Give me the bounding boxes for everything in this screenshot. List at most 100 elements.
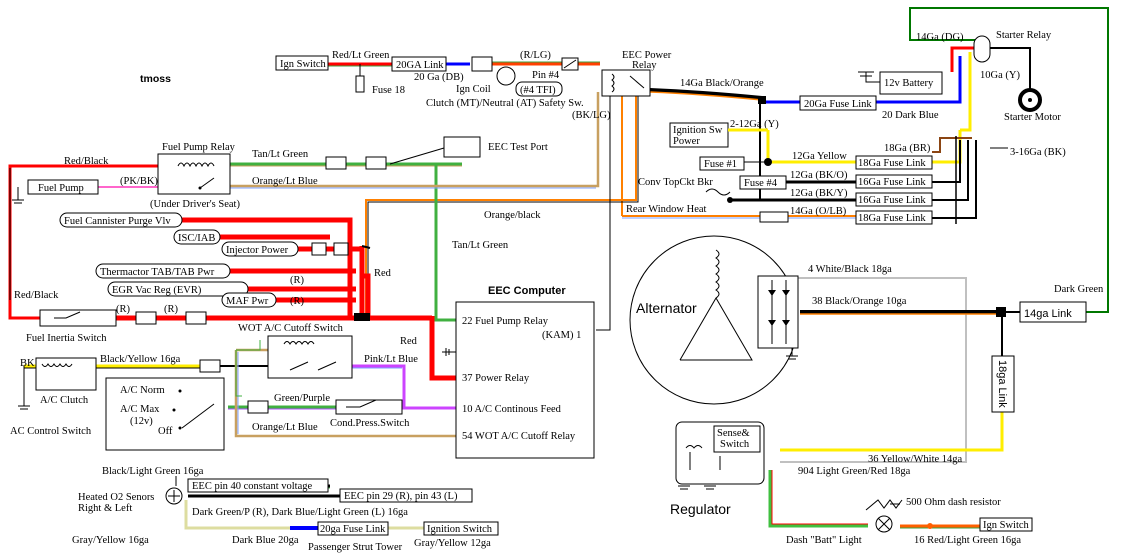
ohm-resistor-label: 500 Ohm dash resistor xyxy=(906,497,1001,508)
isc-iab-label: ISC/IAB xyxy=(178,233,215,244)
ign-coil-label: Ign Coil xyxy=(456,84,491,95)
wire-pink-ltblue xyxy=(352,364,456,410)
link-20ga-label: 20GA Link xyxy=(396,60,444,71)
ign-coil-icon xyxy=(496,66,516,86)
ign-switch-low-label: Ign Switch xyxy=(983,520,1030,531)
eec-test-port-label: EEC Test Port xyxy=(488,142,548,153)
lg-red-904-label: 904 Light Green/Red 18ga xyxy=(798,466,911,477)
black-orange-10-label: 38 Black/Orange 10ga xyxy=(812,296,907,307)
egr-label: EGR Vac Reg (EVR) xyxy=(112,285,202,296)
sense-switch-label-1: Sense& xyxy=(717,428,750,439)
wire-white-black xyxy=(780,277,967,463)
conv-top-label: Conv TopCkt Bkr xyxy=(638,177,713,188)
ga12-bk-y-label: 12Ga (BK/Y) xyxy=(790,188,848,199)
ac-max-label: A/C Max xyxy=(120,404,160,415)
fuel-pump-relay-box xyxy=(157,153,231,195)
battery-box xyxy=(879,71,943,95)
red-black-left-label: Red/Black xyxy=(14,290,59,301)
heated-o2-label-2: Right & Left xyxy=(78,503,132,514)
red-lt-green-label: Red/Lt Green xyxy=(332,50,390,61)
ga10-y-label: 10Ga (Y) xyxy=(980,70,1020,81)
alternator-ground-icon xyxy=(786,348,798,360)
dark-blue-20-label: 20 Dark Blue xyxy=(882,110,939,121)
fuse18-label: Fuse 18 xyxy=(372,85,405,96)
ga2-12-y-label: 2-12Ga (Y) xyxy=(730,119,779,130)
rear-window-label: Rear Window Heat xyxy=(626,204,707,215)
pink-lt-blue-label: Pink/Lt Blue xyxy=(364,354,418,365)
rectifier-icon xyxy=(768,290,790,326)
fuse1-label: Fuse #1 xyxy=(704,159,737,170)
wire-14ga-dg xyxy=(909,7,1109,313)
r-label-2: (R) xyxy=(290,296,305,307)
fuse4-label: Fuse #4 xyxy=(744,178,778,189)
eec-power-relay-box xyxy=(601,69,651,97)
orange-lt-blue-top-label: Orange/Lt Blue xyxy=(252,176,318,187)
wire-lg-red-904 xyxy=(768,470,868,528)
ga12-bk-o-label: 12Ga (BK/O) xyxy=(790,170,848,181)
ignition-sw-power-label-1: Ignition Sw xyxy=(673,125,723,136)
ac-section: WOT A/C Cutoff Switch Red BK Black/Yello… xyxy=(10,323,418,451)
regulator-ground-icon xyxy=(678,485,716,490)
thermactor-label: Thermactor TAB/TAB Pwr xyxy=(100,267,215,278)
r-label-4: (R) xyxy=(164,304,179,315)
eec-computer: EEC Computer 22 Fuel Pump Relay (KAM) 1 … xyxy=(442,285,595,459)
ac-control-label: AC Control Switch xyxy=(10,426,92,437)
wire-yellow-white xyxy=(780,410,1004,452)
ignition-section: Ign Switch Red/Lt Green Fuse 18 20GA Lin… xyxy=(275,50,939,121)
eec-power-relay-label-1: EEC Power xyxy=(622,50,672,61)
red-mid-label: Red xyxy=(374,268,392,279)
red-lower-label: Red xyxy=(400,336,418,347)
r-lg-label: (R/LG) xyxy=(520,50,551,61)
wire-orange-ltblue xyxy=(214,92,600,188)
dkg-dbl-label: Dark Green/P (R), Dark Blue/Light Green … xyxy=(192,507,408,518)
fuel-canister-label: Fuel Cannister Purge Vlv xyxy=(64,216,171,227)
wire-10ga-y xyxy=(960,52,972,132)
fuse-link-16ga-b-label: 16Ga Fuse Link xyxy=(858,195,926,206)
dark-blue-20ga-label: Dark Blue 20ga xyxy=(232,535,299,546)
battery-label: 12v Battery xyxy=(884,78,934,89)
gray-yellow-12-label: Gray/Yellow 12ga xyxy=(414,538,491,549)
ac-clutch-ground-icon xyxy=(18,405,30,410)
fuse-link-18ga-b-label: 18Ga Fuse Link xyxy=(858,213,926,224)
yellow-12ga-label: 12Ga Yellow xyxy=(792,151,847,162)
eec-pin-22: 22 Fuel Pump Relay xyxy=(462,316,549,327)
red-lg-16-label: 16 Red/Light Green 16ga xyxy=(914,535,1021,546)
cond-press-label: Cond.Press.Switch xyxy=(330,418,410,429)
starter-section: 14Ga (DG) Starter Relay 10Ga (Y) Starter… xyxy=(858,30,1061,123)
fuse-link-20ga-label: 20Ga Fuse Link xyxy=(804,99,872,110)
fuel-inertia-label: Fuel Inertia Switch xyxy=(26,333,107,344)
ac-norm-label: A/C Norm xyxy=(120,385,165,396)
eec-pin29-label: EEC pin 29 (R), pin 43 (L) xyxy=(344,491,458,502)
green-purple-label: Green/Purple xyxy=(274,393,330,404)
eec-pin-kam: (KAM) 1 xyxy=(542,330,581,341)
ga14-o-lb-label: 14Ga (O/LB) xyxy=(790,206,847,217)
gray-yellow-16-label: Gray/Yellow 16ga xyxy=(72,535,149,546)
fuse-link-16ga-a-label: 16Ga Fuse Link xyxy=(858,177,926,188)
pin4-label: Pin #4 xyxy=(532,70,560,81)
tan-lt-green-mid-label: Tan/Lt Green xyxy=(452,240,509,251)
fuse-link-18ga-a-label: 18Ga Fuse Link xyxy=(858,158,926,169)
alternator-label: Alternator xyxy=(636,300,697,316)
dash-batt-label: Dash "Batt" Light xyxy=(786,535,862,546)
orange-black-label: Orange/black xyxy=(484,210,541,221)
o2-section: Black/Light Green 16ga EEC pin 40 consta… xyxy=(72,466,499,553)
ign-switch-top-label: Ign Switch xyxy=(280,59,327,70)
fuse18-icon xyxy=(355,75,365,93)
sense-switch-label-2: Switch xyxy=(720,439,750,450)
r-label-3: (R) xyxy=(116,304,131,315)
fuel-pump-relay-label: Fuel Pump Relay xyxy=(162,142,236,153)
eec-computer-box xyxy=(455,301,595,459)
wot-cutoff-box xyxy=(267,335,353,379)
junction-14ga xyxy=(758,96,766,104)
bk-label: BK xyxy=(20,358,35,369)
black-lg-16-label: Black/Light Green 16ga xyxy=(102,466,204,477)
fuel-pump-ground-icon xyxy=(12,187,24,204)
wire-14ga-black-orange xyxy=(649,88,763,100)
white-black-label: 4 White/Black 18ga xyxy=(808,264,892,275)
starter-relay-icon xyxy=(973,35,991,63)
alternator-junction xyxy=(996,307,1006,317)
alternator-section: Alternator 4 White/Black 18ga 38 Black/O… xyxy=(629,235,1104,465)
wire-orange-black xyxy=(365,96,637,320)
regulator-section: Sense& Switch Regulator 904 Light Green/… xyxy=(670,421,1033,546)
